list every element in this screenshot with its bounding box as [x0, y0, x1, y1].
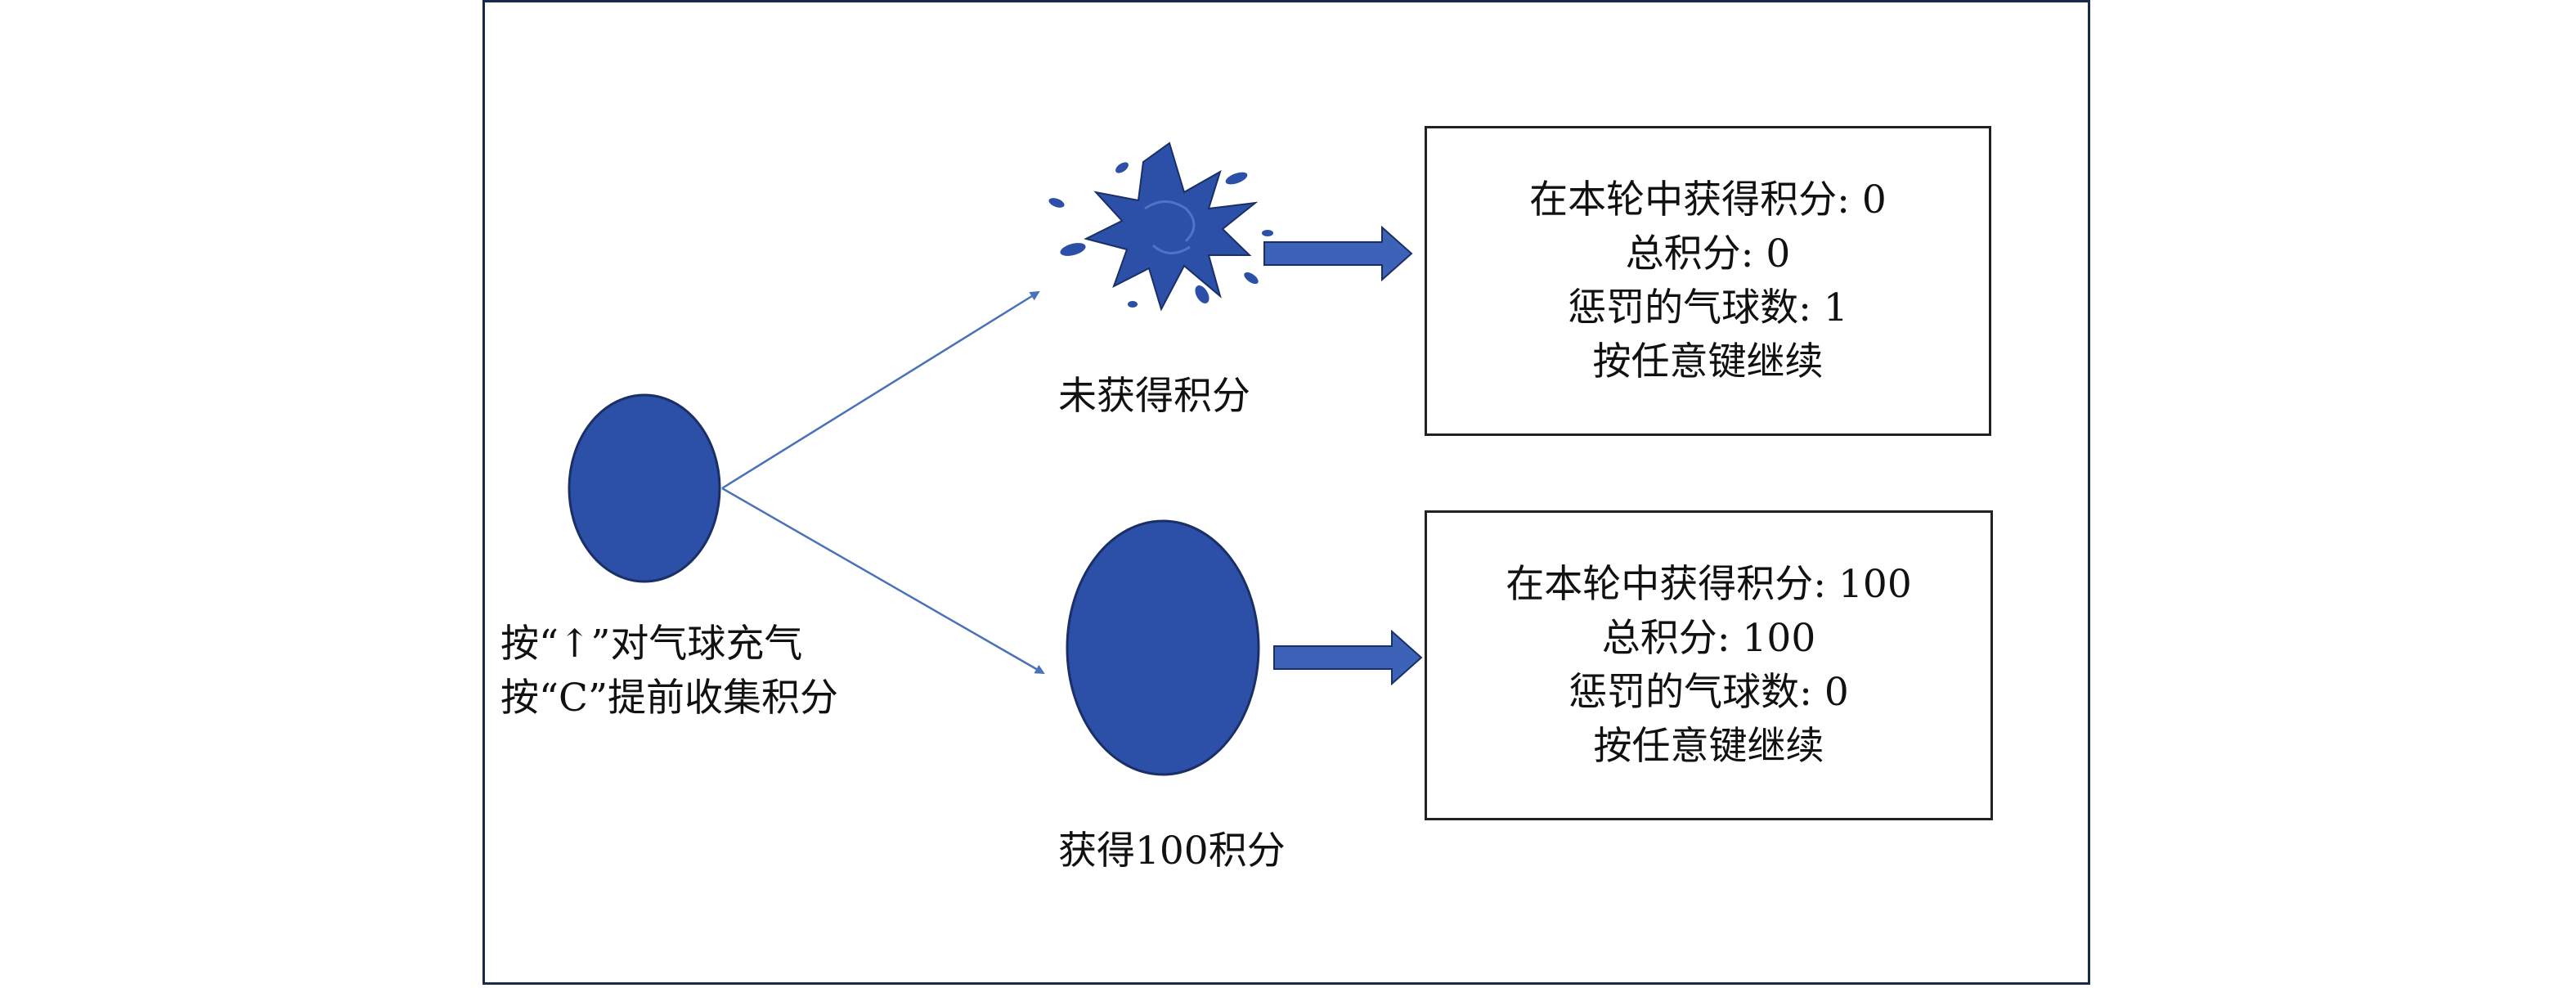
instruction-collect: 按“C”提前收集积分 [500, 676, 839, 721]
round-score-line: 在本轮中获得积分: 0 [1529, 177, 1887, 222]
penalized-balloons-line: 惩罚的气球数: 0 [1568, 669, 1849, 715]
penalized-balloons-line: 惩罚的气球数: 1 [1568, 285, 1848, 330]
result-box-burst: 在本轮中获得积分: 0 总积分: 0 惩罚的气球数: 1 按任意键继续 [1425, 126, 1991, 436]
outcome-label-collected: 获得100积分 [1058, 829, 1286, 873]
total-score-line: 总积分: 100 [1601, 615, 1816, 661]
block-arrow-collected [1273, 629, 1423, 686]
continue-prompt-line: 按任意键继续 [1593, 723, 1824, 769]
inflated-balloon-icon [1066, 519, 1260, 776]
outcome-label-burst: 未获得积分 [1058, 374, 1250, 419]
result-box-collected: 在本轮中获得积分: 100 总积分: 100 惩罚的气球数: 0 按任意键继续 [1425, 510, 1993, 820]
balloon-icon [568, 393, 721, 583]
total-score-line: 总积分: 0 [1625, 231, 1791, 276]
branch-arrow-burst [721, 290, 1040, 490]
diagram-frame [482, 0, 2090, 985]
round-score-line: 在本轮中获得积分: 100 [1506, 561, 1912, 607]
burst-balloon-icon [1048, 141, 1273, 312]
instruction-inflate: 按“↑”对气球充气 [500, 622, 803, 667]
block-arrow-burst [1263, 225, 1413, 282]
continue-prompt-line: 按任意键继续 [1592, 339, 1824, 384]
branch-arrow-collected [721, 487, 1045, 675]
